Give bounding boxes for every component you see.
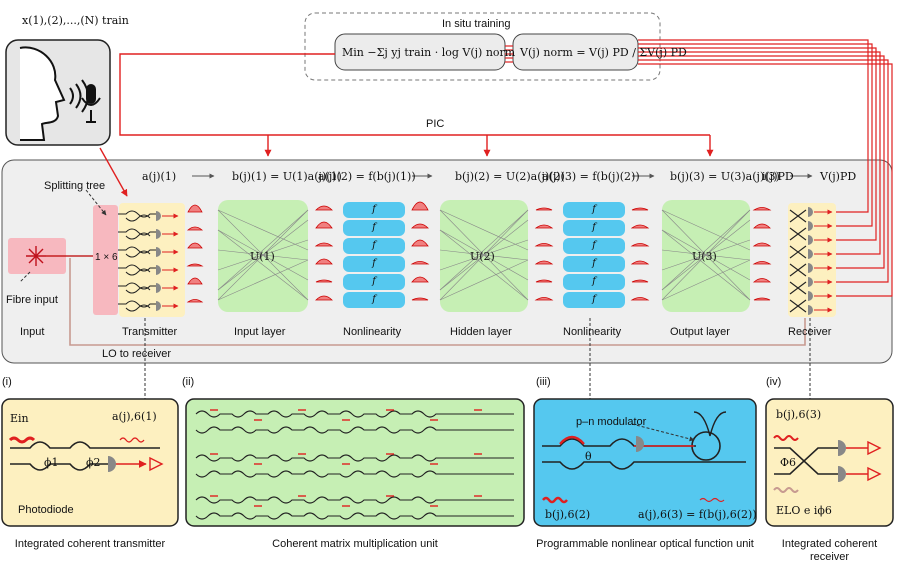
panel-iii-tag: (iii): [536, 376, 551, 388]
loss-formula: Min −Σj yj train · log V(j) norm: [342, 46, 516, 59]
panel-i-ein: Ein: [10, 412, 29, 425]
norm-formula: V(j) norm = V(j) PD / ΣV(j) PD: [520, 46, 687, 59]
panel-i-phi1: ϕ1: [44, 456, 59, 469]
matrix-u1-label: U(1): [250, 250, 275, 263]
eq-a3: a(j)(3) = f(b(j)(2)): [542, 170, 640, 183]
panel-i-photodiode: Photodiode: [18, 504, 74, 516]
in-situ-training-box: [304, 12, 661, 81]
panel-iii-modulator: p–n modulator: [576, 416, 647, 428]
eq-vpd: V(j)PD: [820, 170, 857, 183]
pic-label: PIC: [426, 118, 445, 130]
panel-iv-bin: b(j),6(3): [776, 408, 822, 421]
panel-iv: [765, 398, 894, 527]
transmitter-circuits: [118, 210, 156, 312]
nonlinearity-2-unit: f: [563, 238, 625, 254]
nonlinearity-2-unit: f: [563, 220, 625, 236]
pulses-3: [410, 201, 772, 301]
nonlinearity-2-unit: f: [563, 256, 625, 272]
splitting-tree-label: Splitting tree: [44, 180, 106, 192]
input-layer-box: [218, 200, 308, 312]
stage-label-output-layer: Output layer: [670, 326, 730, 338]
eq-a1: a(j)(1): [142, 170, 177, 183]
mzi-phase-shifters: [210, 409, 482, 507]
stage-label-hidden-layer: Hidden layer: [450, 326, 512, 338]
receiver-circuits: [789, 209, 807, 313]
splitter-label: 1 × 6: [95, 252, 118, 263]
panel-iv-caption: Integrated coherent receiver: [781, 538, 878, 563]
stage-label-transmitter: Transmitter: [122, 326, 178, 338]
panel-iii-bin: b(j),6(2): [545, 508, 591, 521]
panel-ii-tag: (ii): [182, 376, 195, 388]
receiver-box: [788, 203, 836, 317]
loss-box: [334, 33, 506, 71]
laser-icon: [26, 246, 46, 266]
panel-i-aout: a(j),6(1): [112, 410, 157, 423]
eq-b2: b(j)(2) = U(2)a(j)(2): [455, 170, 565, 183]
fibre-input-label: Fibre input: [6, 294, 58, 306]
train-input-label: x(1),(2),...,(N) train: [22, 14, 129, 27]
stage-label-nonlinearity-2: Nonlinearity: [563, 326, 622, 338]
panel-iv-tag: (iv): [766, 376, 782, 388]
parameter-lines: [99, 53, 714, 197]
nonlinearity-1-unit: f: [343, 256, 405, 272]
nonlinearity-2-unit: f: [563, 292, 625, 308]
mesh-1: [217, 209, 309, 301]
stage-label-input: Input: [20, 326, 45, 338]
feedback-lines: [505, 39, 893, 297]
hidden-layer-box: [440, 200, 528, 312]
in-situ-training-title: In situ training: [442, 18, 511, 30]
nonlinearity-1-unit: f: [343, 220, 405, 236]
panel-ii-caption: Coherent matrix multiplication unit: [272, 538, 438, 550]
matrix-u3-label: U(3): [692, 250, 717, 263]
panel-i: [1, 398, 179, 527]
matrix-u2-label: U(2): [470, 250, 495, 263]
output-layer-box: [662, 200, 750, 312]
eq-ipd: i(j)PD: [762, 170, 794, 183]
mesh-2: [439, 209, 529, 301]
speaker-icon: [19, 46, 101, 141]
nonlinearity-2-unit: f: [563, 202, 625, 218]
lo-line: [69, 258, 806, 346]
pulses-1: [186, 204, 204, 303]
mzi-mesh: [195, 410, 514, 520]
panel-i-tag: (i): [2, 376, 12, 388]
panel-iv-phi6: Φ6: [780, 456, 797, 469]
eq-a2: a(j)(2) = f(b(j)(1)): [318, 170, 416, 183]
panel-iii-theta: θ: [585, 450, 592, 463]
stage-label-nonlinearity-1: Nonlinearity: [343, 326, 402, 338]
transmitter-detectors: [156, 211, 161, 311]
panel-ii: [185, 398, 525, 527]
panel-iv-elo: ELO e iϕ6: [776, 504, 832, 517]
panel-i-caption: Integrated coherent transmitter: [14, 538, 166, 550]
stage-label-input-layer: Input layer: [234, 326, 286, 338]
panel-iii-aout: a(j),6(3) = f(b(j),6(2)): [638, 508, 757, 521]
stage-label-receiver: Receiver: [788, 326, 832, 338]
nonlinearity-2-unit: f: [563, 274, 625, 290]
nonlinearity-1-unit: f: [343, 292, 405, 308]
eq-b1: b(j)(1) = U(1)a(j)(1): [232, 170, 342, 183]
eq-b3: b(j)(3) = U(3)a(j)(3): [670, 170, 780, 183]
mesh-3: [661, 209, 751, 301]
panel-iii-caption: Programmable nonlinear optical function …: [536, 538, 754, 550]
pulses-2: [314, 205, 334, 301]
nonlinearity-1-unit: f: [343, 238, 405, 254]
nonlinearity-1-unit: f: [343, 274, 405, 290]
panel-i-phi2: ϕ2: [86, 456, 101, 469]
splitter-box: [93, 205, 118, 315]
nonlinear-curve-icon: [693, 411, 727, 437]
receiver-detectors: [808, 207, 813, 315]
lo-to-receiver-label: LO to receiver: [102, 348, 172, 360]
receiver-outputs: [814, 209, 833, 313]
transmitter-outputs: [162, 213, 179, 309]
nonlinearity-1-unit: f: [343, 202, 405, 218]
